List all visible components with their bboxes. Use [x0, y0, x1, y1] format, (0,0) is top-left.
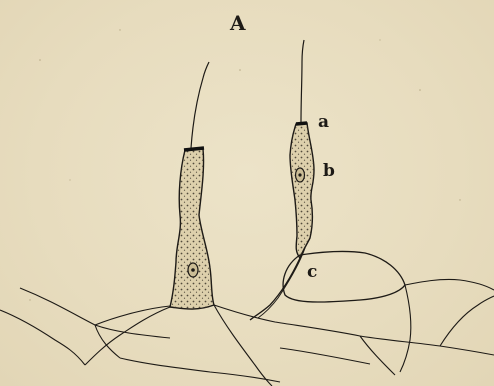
label-b: b [323, 161, 335, 181]
fibre-network [0, 279, 494, 386]
right-cell [250, 40, 314, 320]
left-cell-collar [184, 148, 204, 150]
label-a: a [318, 112, 329, 132]
loop-c-outline [283, 252, 405, 303]
right-cell-collar [296, 123, 307, 124]
label-c: c [307, 262, 317, 282]
figure-title: A [229, 11, 246, 35]
paper-specks [29, 29, 460, 300]
right-cell-stalk [250, 258, 300, 320]
right-cell-flagellum [301, 40, 304, 122]
left-cell-flagellum [191, 62, 209, 148]
left-cell [170, 62, 214, 309]
